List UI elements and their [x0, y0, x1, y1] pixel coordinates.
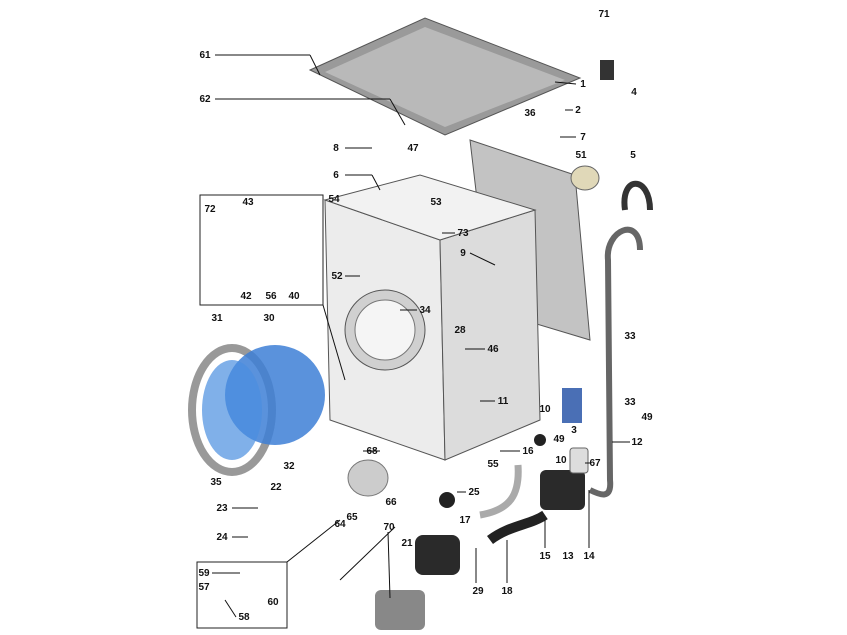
label-6: 6	[333, 170, 339, 181]
label-62: 62	[199, 94, 211, 105]
motor-51	[570, 165, 600, 191]
part-labels: 71 61 1 62 2 4 36 7 8 47 5 51 6 43 72 53…	[198, 9, 653, 623]
drain-hose-black	[487, 510, 548, 545]
label-56: 56	[265, 291, 277, 302]
label-59: 59	[198, 568, 210, 579]
label-72: 72	[204, 204, 216, 215]
filter-drum	[347, 459, 389, 497]
cabinet-top-frame	[323, 174, 537, 241]
drain-hose	[588, 226, 643, 498]
label-33b: 33	[624, 397, 636, 408]
label-25: 25	[468, 487, 480, 498]
label-2: 2	[575, 105, 581, 116]
label-11: 11	[498, 396, 509, 407]
label-47: 47	[407, 143, 419, 154]
label-28: 28	[454, 325, 466, 336]
top-panel-inner	[325, 27, 565, 127]
label-30: 30	[263, 313, 275, 324]
label-40: 40	[288, 291, 300, 302]
label-12: 12	[631, 437, 643, 448]
label-8: 8	[333, 143, 339, 154]
pump-21	[415, 535, 460, 575]
capacitor	[569, 447, 589, 474]
label-5: 5	[630, 150, 636, 161]
label-36: 36	[524, 108, 536, 119]
label-52: 52	[331, 271, 343, 282]
label-51: 51	[575, 150, 587, 161]
label-17: 17	[459, 515, 471, 526]
detail-box-bottom	[196, 561, 288, 629]
label-4: 4	[631, 87, 637, 98]
label-60: 60	[267, 597, 279, 608]
label-10b: 10	[555, 455, 567, 466]
label-66: 66	[385, 497, 397, 508]
label-13: 13	[562, 551, 574, 562]
label-16: 16	[522, 446, 534, 457]
label-53: 53	[430, 197, 442, 208]
label-23: 23	[216, 503, 228, 514]
label-54: 54	[328, 194, 340, 205]
label-49b: 49	[553, 434, 565, 445]
label-7: 7	[580, 132, 586, 143]
label-49a: 49	[641, 412, 653, 423]
label-22: 22	[270, 482, 282, 493]
hose-55	[479, 464, 522, 519]
door-glass	[202, 360, 262, 460]
label-31: 31	[211, 313, 223, 324]
label-71: 71	[598, 9, 610, 20]
label-67: 67	[589, 458, 601, 469]
label-61: 61	[199, 50, 211, 61]
label-9: 9	[460, 248, 466, 259]
label-14: 14	[583, 551, 595, 562]
label-73: 73	[457, 228, 469, 239]
label-68: 68	[366, 446, 378, 457]
label-35: 35	[210, 477, 222, 488]
door-opening-inner	[354, 299, 416, 361]
label-21: 21	[401, 538, 413, 549]
label-15: 15	[539, 551, 551, 562]
label-34: 34	[419, 305, 431, 316]
filter-housing	[375, 590, 425, 630]
label-57: 57	[198, 582, 210, 593]
foot	[439, 492, 455, 508]
label-64: 64	[334, 519, 346, 530]
leader-lines	[212, 54, 630, 618]
label-24: 24	[216, 532, 228, 543]
label-70: 70	[383, 522, 395, 533]
label-1: 1	[580, 79, 586, 90]
label-65: 65	[346, 512, 358, 523]
switch-71	[600, 60, 614, 80]
label-58: 58	[238, 612, 250, 623]
label-29: 29	[472, 586, 484, 597]
label-33a: 33	[624, 331, 636, 342]
label-43: 43	[242, 197, 254, 208]
pump	[540, 470, 585, 510]
part-49	[534, 434, 546, 446]
label-55: 55	[487, 459, 499, 470]
detail-box-top	[199, 194, 324, 306]
label-10a: 10	[539, 404, 551, 415]
label-46: 46	[487, 344, 499, 355]
label-18: 18	[501, 586, 513, 597]
hose-bend	[621, 180, 653, 211]
label-32: 32	[283, 461, 295, 472]
label-42: 42	[240, 291, 252, 302]
pcb	[562, 388, 582, 423]
label-3: 3	[571, 425, 577, 436]
